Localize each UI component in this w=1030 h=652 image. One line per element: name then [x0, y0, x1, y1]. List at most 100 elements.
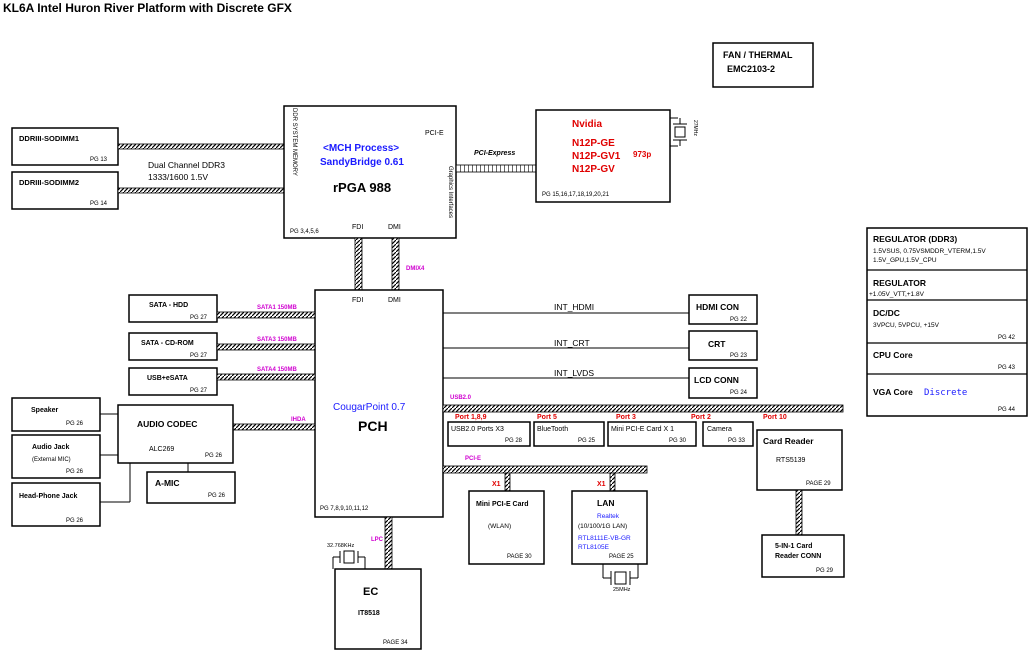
audio-codec-label: AUDIO CODEC [137, 419, 197, 429]
audio-jack-label: Audio Jack [32, 444, 69, 451]
usb-ports-page: PG 28 [505, 438, 523, 444]
lan-vendor: Realtek [597, 513, 620, 520]
reg-ddr3-line2: 1.5V_GPU,1.5V_CPU [873, 257, 937, 264]
usb-esata-page: PG 27 [190, 388, 208, 394]
card-conn-page: PG 29 [816, 568, 834, 574]
reg-dcdc-title: DC/DC [873, 308, 900, 318]
gpu-model-gv1: N12P-GV1 [572, 151, 621, 162]
cpu-codename: SandyBridge 0.61 [320, 157, 404, 168]
sata-hdd-page: PG 27 [190, 315, 208, 321]
usb-port-10: Port 10 [763, 414, 787, 421]
fdi-dmi-links: DMIX4 [354, 237, 425, 291]
pcie-bus-label: PCI-E [465, 456, 481, 462]
lcd-page: PG 24 [730, 390, 748, 396]
dmi-link-label: DMIX4 [406, 266, 425, 272]
usb-port-189: Port 1,8,9 [455, 414, 487, 421]
gpu-page: PG 15,16,17,18,19,20,21 [542, 192, 610, 198]
sata-cdrom-block: SATA - CD-ROM PG 27 SATA3 150MB [128, 332, 316, 361]
cpu-gfx-side-label: Graphics Interfaces [447, 166, 453, 218]
pch-block: FDI DMI CougarPoint 0.7 PCH PG 7,8,9,10,… [314, 289, 444, 518]
card-conn-label2: Reader CONN [775, 553, 821, 560]
fan-thermal-label: FAN / THERMAL [723, 50, 793, 60]
sodimm2-label: DDRIII-SODIMM2 [19, 178, 79, 187]
headphone-page: PG 26 [66, 518, 84, 524]
amic-label: A-MIC [155, 478, 180, 488]
lan-block: LAN Realtek (10/100/1G LAN) RTL8111E-VB-… [571, 490, 648, 593]
gpu-model-ge: N12P-GE [572, 138, 615, 149]
audio-jack-sub: (External MIC) [32, 457, 71, 463]
audio-codec-page: PG 26 [205, 453, 223, 459]
display-lines [443, 312, 689, 379]
reg-vga-core-sub: Discrete [924, 388, 967, 398]
pcie-gfx-label: PCI-Express [474, 150, 515, 157]
camera-page: PG 33 [728, 438, 746, 444]
speaker-page: PG 26 [66, 421, 84, 427]
reg-vtt-line1: +1.05V_VTT,+1.8V [869, 291, 925, 298]
bluetooth-block: BlueTooth PG 25 [533, 421, 605, 447]
sodimm2-block: DDRIII-SODIMM2 PG 14 [11, 171, 119, 210]
int-lvds-signal: INT_LVDS [554, 368, 594, 378]
reg-vga-core-title: VGA Core [873, 387, 913, 397]
usb-ports-label: USB2.0 Ports X3 [451, 426, 504, 433]
crt-page: PG 23 [730, 353, 748, 359]
ec-crystal-freq: 32.768KHz [327, 543, 354, 549]
wlan-card-label: Mini PCI-E Card [476, 501, 529, 508]
usb-port-5: Port 5 [537, 414, 557, 421]
lan-speed: (10/100/1G LAN) [578, 523, 627, 530]
reg-cpu-core-page: PG 43 [998, 365, 1016, 371]
audio-jack-block: Audio Jack (External MIC) PG 26 [11, 434, 101, 479]
reg-ddr3-title: REGULATOR (DDR3) [873, 234, 957, 244]
ddr-bus-speed: 1333/1600 1.5V [148, 172, 208, 182]
sata3-bus-label: SATA3 150MB [257, 337, 297, 343]
sata-cdrom-label: SATA - CD-ROM [141, 340, 194, 347]
lcd-label: LCD CONN [694, 375, 739, 385]
pch-page: PG 7,8,9,10,11,12 [320, 506, 369, 512]
reg-dcdc-page: PG 42 [998, 335, 1016, 341]
cpu-pcie-label: PCI-E [425, 130, 444, 137]
pcie-x1-wlan: X1 [492, 481, 501, 488]
reg-vtt-title: REGULATOR [873, 278, 926, 288]
lan-page: PAGE 25 [609, 554, 634, 560]
pch-name: PCH [358, 418, 388, 434]
audio-codec-chip: ALC269 [149, 446, 174, 453]
camera-label: Camera [707, 426, 732, 433]
reg-ddr3-line1: 1.5VSUS, 0.75VSMDDR_VTERM,1.5V [873, 248, 986, 255]
usb-esata-block: USB+eSATA PG 27 SATA4 150MB [128, 367, 316, 396]
usb-esata-label: USB+eSATA [147, 375, 188, 382]
pch-dmi-label: DMI [388, 297, 401, 304]
card-reader-page: PAGE 29 [806, 481, 831, 487]
pch-fdi-label: FDI [352, 297, 363, 304]
card-reader-link [795, 489, 803, 536]
crt-label: CRT [708, 339, 726, 349]
sata1-bus-label: SATA1 150MB [257, 305, 297, 311]
reg-dcdc-line1: 3VPCU, 5VPCU, +15V [873, 322, 940, 329]
reg-cpu-core-title: CPU Core [873, 350, 913, 360]
pch-codename: CougarPoint 0.7 [333, 402, 406, 413]
speaker-label: Speaker [31, 407, 59, 414]
sata-cdrom-page: PG 27 [190, 353, 208, 359]
lan-crystal-freq: 25MHz [613, 587, 631, 593]
cpu-page: PG 3,4,5,6 [290, 229, 319, 235]
cpu-ddr-side-label: DDR SYSTEM MEMORY [291, 108, 297, 176]
speaker-block: Speaker PG 26 [11, 397, 101, 432]
usb-port-3: Port 3 [616, 414, 636, 421]
pcie-bus: PCI-E X1 X1 [442, 456, 648, 492]
int-crt-signal: INT_CRT [554, 338, 590, 348]
pcie-gfx-bus: PCI-Express [455, 150, 537, 173]
cpu-block: DDR SYSTEM MEMORY Graphics Interfaces PC… [283, 105, 457, 239]
minicard-usb-label: Mini PCI-E Card X 1 [611, 426, 674, 433]
lpc-label: LPC [371, 537, 384, 543]
reg-vga-core-page: PG 44 [998, 407, 1016, 413]
ec-page: PAGE 34 [383, 640, 408, 646]
wlan-card-sub: (WLAN) [488, 523, 511, 530]
sodimm1-label: DDRIII-SODIMM1 [19, 134, 79, 143]
minicard-usb-page: PG 30 [669, 438, 687, 444]
card-reader-block: Card Reader RTS5139 PAGE 29 [756, 429, 843, 491]
lpc-bus: LPC [371, 516, 393, 570]
bluetooth-page: PG 25 [578, 438, 596, 444]
gpu-vendor: Nvidia [572, 119, 602, 130]
cpu-package: rPGA 988 [333, 180, 391, 195]
lan-crystal-icon [602, 564, 639, 585]
sodimm1-page: PG 13 [90, 157, 108, 163]
usb-bus: USB2.0 Port 1,8,9 Port 5 Port 3 Port 2 P… [442, 395, 844, 421]
